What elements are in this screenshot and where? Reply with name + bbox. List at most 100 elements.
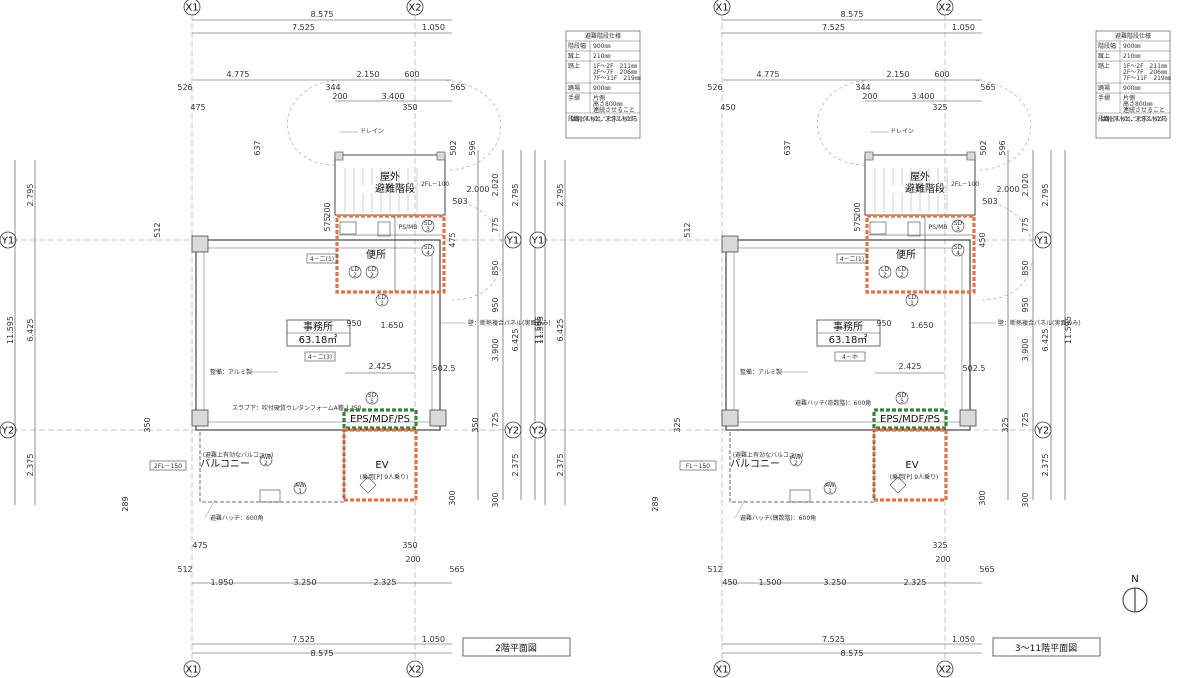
grid-axis-label: Y2	[1, 426, 14, 437]
wall-note: 壁：断熱複合パネル(実面のみ)	[468, 319, 551, 327]
door-type-label: 4－二(1)	[310, 256, 334, 263]
dimension-label: 289	[121, 496, 130, 511]
toilet-fixture	[907, 221, 921, 237]
roof-outline	[817, 79, 1031, 171]
toilet-label: 便所	[366, 248, 386, 261]
spec-table-title: 避難階段仕様	[585, 32, 621, 40]
grid-axis-bubble	[0, 421, 17, 439]
grid-axis-label: X1	[715, 3, 728, 14]
roof-outline	[287, 79, 501, 171]
dimension-label: 344	[855, 83, 870, 92]
sink	[869, 221, 887, 235]
spec-row-label: 手摺	[1098, 94, 1110, 102]
dimension-label: 7.525	[292, 635, 315, 644]
door-tag-type: SD	[954, 220, 963, 227]
door-type-box	[834, 351, 866, 362]
dimension-label: 200	[332, 92, 347, 101]
grid-axis-label: X2	[938, 3, 951, 14]
window-tag-aw	[823, 481, 837, 495]
floor-level-label: 2FL－150	[154, 463, 182, 470]
door-tag-number: 5	[370, 398, 374, 405]
dimension-label: 2.020	[1021, 174, 1030, 197]
spec-row-value: 1F～2F 211㎜	[593, 63, 637, 70]
door-tag-number: 2	[370, 272, 374, 279]
drain-label: ドレイン	[360, 128, 384, 135]
sash-note: 整備：アルミ製	[740, 368, 782, 376]
door-type-box	[306, 253, 338, 264]
dimension-label: 475	[192, 541, 207, 550]
grid-axis-label: Y1	[1, 236, 14, 247]
spec-row-value: 7F～11F 219㎜	[593, 75, 641, 82]
door-tag-sd	[951, 243, 965, 257]
dimension-label: 325	[932, 541, 947, 550]
spec-row-label: 踏上	[1098, 62, 1110, 70]
door-tag-number: 4	[426, 250, 430, 257]
drain-label: ドレイン	[890, 128, 914, 135]
grid-axis-label: Y2	[531, 426, 544, 437]
stair-label-line1: 屋外	[910, 171, 930, 183]
drawing-title-box	[462, 637, 571, 657]
dimension-label: 300	[448, 490, 457, 505]
spec-row-value: 7F～11F 219㎜	[1123, 75, 1171, 82]
dimension-label: 8.575	[841, 649, 864, 658]
spec-row-value: 高さ800㎜	[1123, 100, 1152, 108]
dimension-label: 502.5	[433, 364, 456, 373]
grid-axis-label: Y1	[506, 236, 519, 247]
structural-column	[721, 235, 739, 253]
door-tag-type: SD	[898, 392, 907, 399]
floor-level-box	[679, 460, 717, 471]
grid-axis-bubble	[183, 660, 201, 678]
ps-mb-label: PS/MB	[929, 224, 948, 231]
dimension-label: 350	[471, 417, 480, 432]
door-type-label: 4－ホ	[842, 354, 858, 361]
eps-hatched-wall	[342, 408, 418, 430]
door-tag-number: 1	[910, 300, 914, 307]
grid-axis-label: Y2	[506, 426, 519, 437]
structural-column	[864, 151, 874, 161]
door-tag-type: LD	[351, 266, 359, 273]
spec-row-value: 1F～2F 211㎜	[1123, 63, 1167, 70]
window-tag-aw	[259, 453, 273, 467]
dimension-label: 200	[405, 555, 420, 564]
dimension-label: 2.325	[904, 578, 927, 587]
spec-row-value: 900㎜	[593, 43, 610, 50]
structural-column	[721, 409, 739, 427]
dimension-label: 565	[449, 565, 464, 574]
dimension-label: 950	[1021, 297, 1030, 312]
dimension-label: 3.400	[912, 92, 935, 101]
dimension-label: 3.400	[382, 92, 405, 101]
dimension-label: 950	[346, 319, 361, 328]
roof-outline	[981, 199, 1034, 301]
dimension-label: 600	[934, 70, 949, 79]
dimension-label: 3.250	[824, 578, 847, 587]
eps-label: EPS/MDF/PS	[350, 414, 410, 425]
dimension-label: 2.795	[26, 184, 35, 207]
sink	[339, 221, 357, 235]
door-tag-number: 1	[380, 300, 384, 307]
office-inner-wall	[203, 247, 433, 423]
dimension-label: 565	[980, 83, 995, 92]
dimension-label: 725	[491, 412, 500, 427]
dimension-label: 565	[450, 83, 465, 92]
grid-axis-bubble	[529, 231, 547, 249]
dimension-label: 2.375	[26, 454, 35, 477]
ev-sub-label: (乗用[P] 9人乗り)	[890, 474, 939, 481]
dimension-label: 3.900	[491, 339, 500, 362]
dimension-label: 526	[177, 83, 192, 92]
stair-label-line2: 避難階段	[375, 182, 415, 195]
grid-axis-bubble	[0, 231, 17, 249]
ev-sub-label: (乗用[P] 9人乗り)	[360, 474, 409, 481]
office-name: 事務所	[303, 320, 333, 333]
north-arrow: N	[1122, 574, 1148, 613]
dimension-label: 11.595	[1064, 316, 1073, 344]
grid-axis-label: Y1	[1036, 236, 1049, 247]
dimension-label: 11.595	[6, 316, 15, 344]
spec-row-label: 階段幅	[568, 42, 586, 50]
balcony-note: (避難上有効なバルコニー)	[733, 451, 804, 459]
dimension-label: 575	[853, 216, 862, 231]
dimension-label: 950	[876, 319, 891, 328]
hatch-note: 避難ハッチ(奇数階)：600角	[795, 399, 871, 407]
door-tag-ld	[375, 293, 389, 307]
door-tag-number: 2	[353, 272, 357, 279]
dimension-label: 2.795	[556, 184, 565, 207]
